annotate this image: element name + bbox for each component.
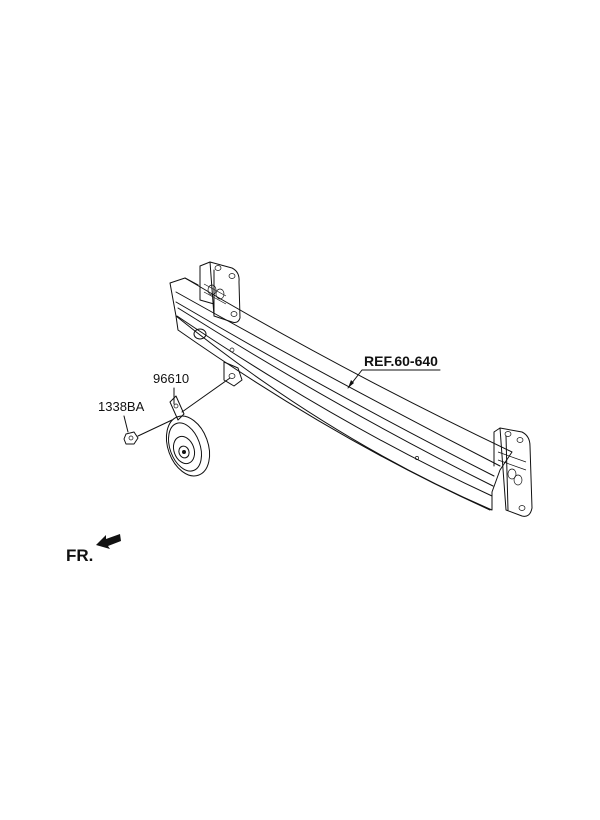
left-mounting-bracket: [199, 261, 241, 323]
leader-lines: [123, 369, 441, 437]
horn-assembly: [165, 395, 211, 477]
front-arrow-icon: [96, 534, 121, 549]
front-direction-indicator: FR.: [66, 534, 121, 565]
ref-label: REF.60-640: [364, 353, 438, 369]
bolt: [123, 431, 139, 445]
horn-mount-bracket: [193, 328, 243, 387]
right-mounting-bracket: [493, 427, 533, 517]
bumper-beam: [169, 277, 513, 511]
front-label: FR.: [66, 546, 93, 565]
bolt-part-number: 1338BA: [98, 399, 145, 414]
horn-part-number: 96610: [153, 371, 189, 386]
